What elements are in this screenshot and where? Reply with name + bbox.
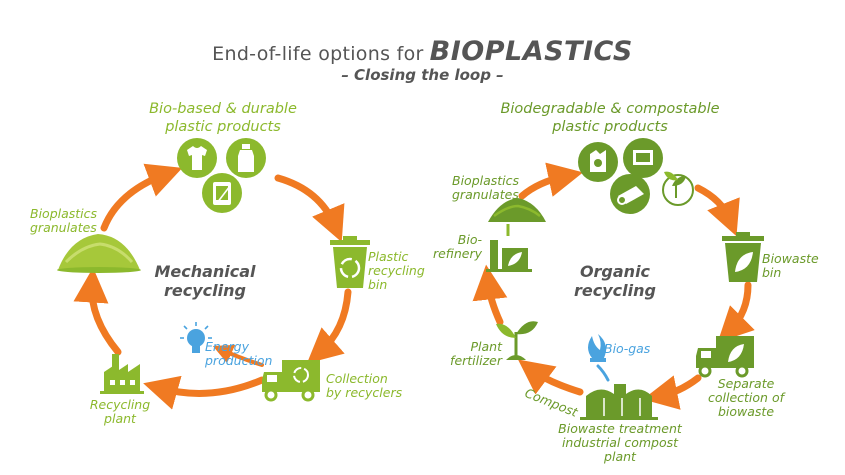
bag-icon	[578, 142, 618, 182]
biorefinery-icon	[486, 240, 532, 272]
roll-icon	[610, 174, 650, 214]
arrow-products-to-bin	[274, 174, 345, 243]
compost-plant-icon	[580, 384, 658, 420]
label-biorefinery: Bio- refinery	[432, 232, 482, 261]
arrow-fertilizer-to-refinery	[472, 264, 508, 326]
bottle-icon	[226, 138, 266, 178]
right-cycle-arrows	[472, 162, 755, 410]
left-cycle-arrows	[73, 163, 352, 410]
label-right-granulates: Bioplastics granulates	[452, 173, 520, 202]
arrow-bin-to-separate	[717, 281, 755, 343]
title-prefix: End-of-life options for	[212, 43, 424, 65]
label-energy: Energy production	[205, 339, 273, 368]
film-icon	[623, 138, 663, 178]
seedling-cup-icon	[662, 171, 694, 206]
arrow-granulates-to-products	[100, 163, 183, 232]
arrow-collection-to-plant	[143, 375, 266, 410]
title-main: BIOPLASTICS	[429, 36, 633, 67]
arrow-treatment-to-biogas	[596, 364, 610, 382]
label-collection: Collection by recyclers	[326, 371, 403, 400]
left-category-heading: Bio-based & durable plastic products	[149, 101, 297, 135]
lightbulb-icon	[180, 322, 212, 353]
biowaste-bin-icon	[722, 232, 764, 282]
arrow-separate-to-treatment	[642, 374, 702, 410]
biowaste-truck-icon	[696, 336, 754, 378]
phone-icon	[202, 173, 242, 213]
granulate-pile-icon	[57, 234, 141, 273]
arrow-plant-to-granulates	[73, 267, 122, 356]
label-separate-collection: Separate collection of biowaste	[708, 376, 784, 419]
plant-icon	[496, 321, 538, 360]
collection-truck-icon	[262, 360, 320, 402]
label-biowaste-bin: Biowaste bin	[762, 251, 819, 280]
left-process-label: Mechanical recycling	[154, 262, 256, 300]
subtitle: – Closing the loop –	[341, 66, 504, 84]
arrow-bin-to-collection	[306, 288, 352, 364]
label-plant-fertilizer: Plant fertilizer	[450, 339, 502, 368]
label-plastic-recycling-bin: Plastic recycling bin	[368, 249, 425, 292]
tshirt-icon	[177, 138, 217, 178]
arrow-treatment-to-fertilizer	[517, 359, 584, 396]
label-biowaste-treatment: Biowaste treatment industrial compost pl…	[558, 421, 682, 464]
arrow-granulates-to-products	[518, 162, 584, 200]
recycling-bin-icon	[330, 236, 370, 288]
label-biogas: Bio-gas	[604, 341, 651, 356]
right-category-heading: Biodegradable & compostable plastic prod…	[500, 101, 720, 135]
right-process-label: Organic recycling	[574, 262, 656, 300]
gas-flame-icon	[588, 334, 606, 362]
arrow-collection-to-energy	[212, 344, 264, 367]
granulate-pile-icon	[488, 198, 546, 222]
factory-icon	[100, 354, 144, 394]
label-recycling-plant: Recycling plant	[89, 397, 151, 426]
arrow-products-to-biowaste-bin	[694, 184, 740, 237]
label-left-granulates: Bioplastics granulates	[30, 206, 98, 235]
